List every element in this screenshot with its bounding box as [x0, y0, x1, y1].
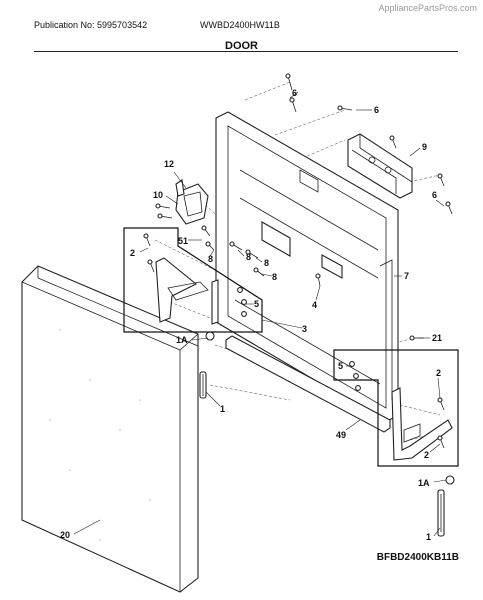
callout-9: 9 [422, 142, 427, 152]
left-hinge-detail-box [123, 227, 263, 333]
left-hinge-assembly [155, 257, 219, 325]
callout-8-d: 8 [272, 272, 277, 282]
callout-12: 12 [164, 159, 174, 169]
callout-51: 51 [178, 236, 188, 246]
callout-4: 4 [312, 300, 317, 310]
callout-8-a: 8 [208, 254, 213, 264]
callout-leaders [73, 91, 447, 537]
callout-7: 7 [404, 271, 409, 281]
callout-10: 10 [153, 190, 163, 200]
model-number: WWBD2400HW11B [200, 20, 280, 30]
publication-number: Publication No: 5995703542 [34, 20, 148, 30]
screws [143, 73, 453, 449]
callout-5-right: 5 [338, 361, 343, 371]
callout-1-right: 1 [426, 532, 431, 542]
outer-door-panel [21, 265, 199, 593]
callout-8-b: 8 [246, 252, 251, 262]
callout-8-c: 8 [264, 258, 269, 268]
detergent-opening [261, 221, 291, 257]
callout-5-left: 5 [254, 299, 259, 309]
callout-20: 20 [60, 530, 70, 540]
header-rule [34, 51, 458, 52]
callout-2-right-bottom: 2 [424, 450, 429, 460]
door-latch-assembly [175, 179, 209, 225]
watermark: AppliancePartsPros.com [378, 3, 477, 13]
callout-1A-left: 1A [176, 335, 188, 345]
callout-49: 49 [336, 430, 346, 440]
callout-6-middle: 6 [374, 105, 379, 115]
callout-1A-right: 1A [418, 478, 430, 488]
control-console [347, 133, 413, 199]
right-hinge-assembly [391, 387, 453, 461]
callout-6-right: 6 [432, 190, 437, 200]
callout-1-left: 1 [220, 404, 225, 414]
callout-3: 3 [302, 324, 307, 334]
callout-2-left: 2 [130, 248, 135, 258]
callout-6-top: 6 [292, 88, 297, 98]
section-title: DOOR [225, 40, 258, 52]
callout-2-right-top: 2 [436, 368, 441, 378]
diagram-code: BFBD2400KB11B [376, 552, 459, 563]
right-hinge-detail-box [333, 349, 459, 467]
callout-21: 21 [432, 333, 442, 343]
lower-trim-strip [225, 335, 391, 433]
